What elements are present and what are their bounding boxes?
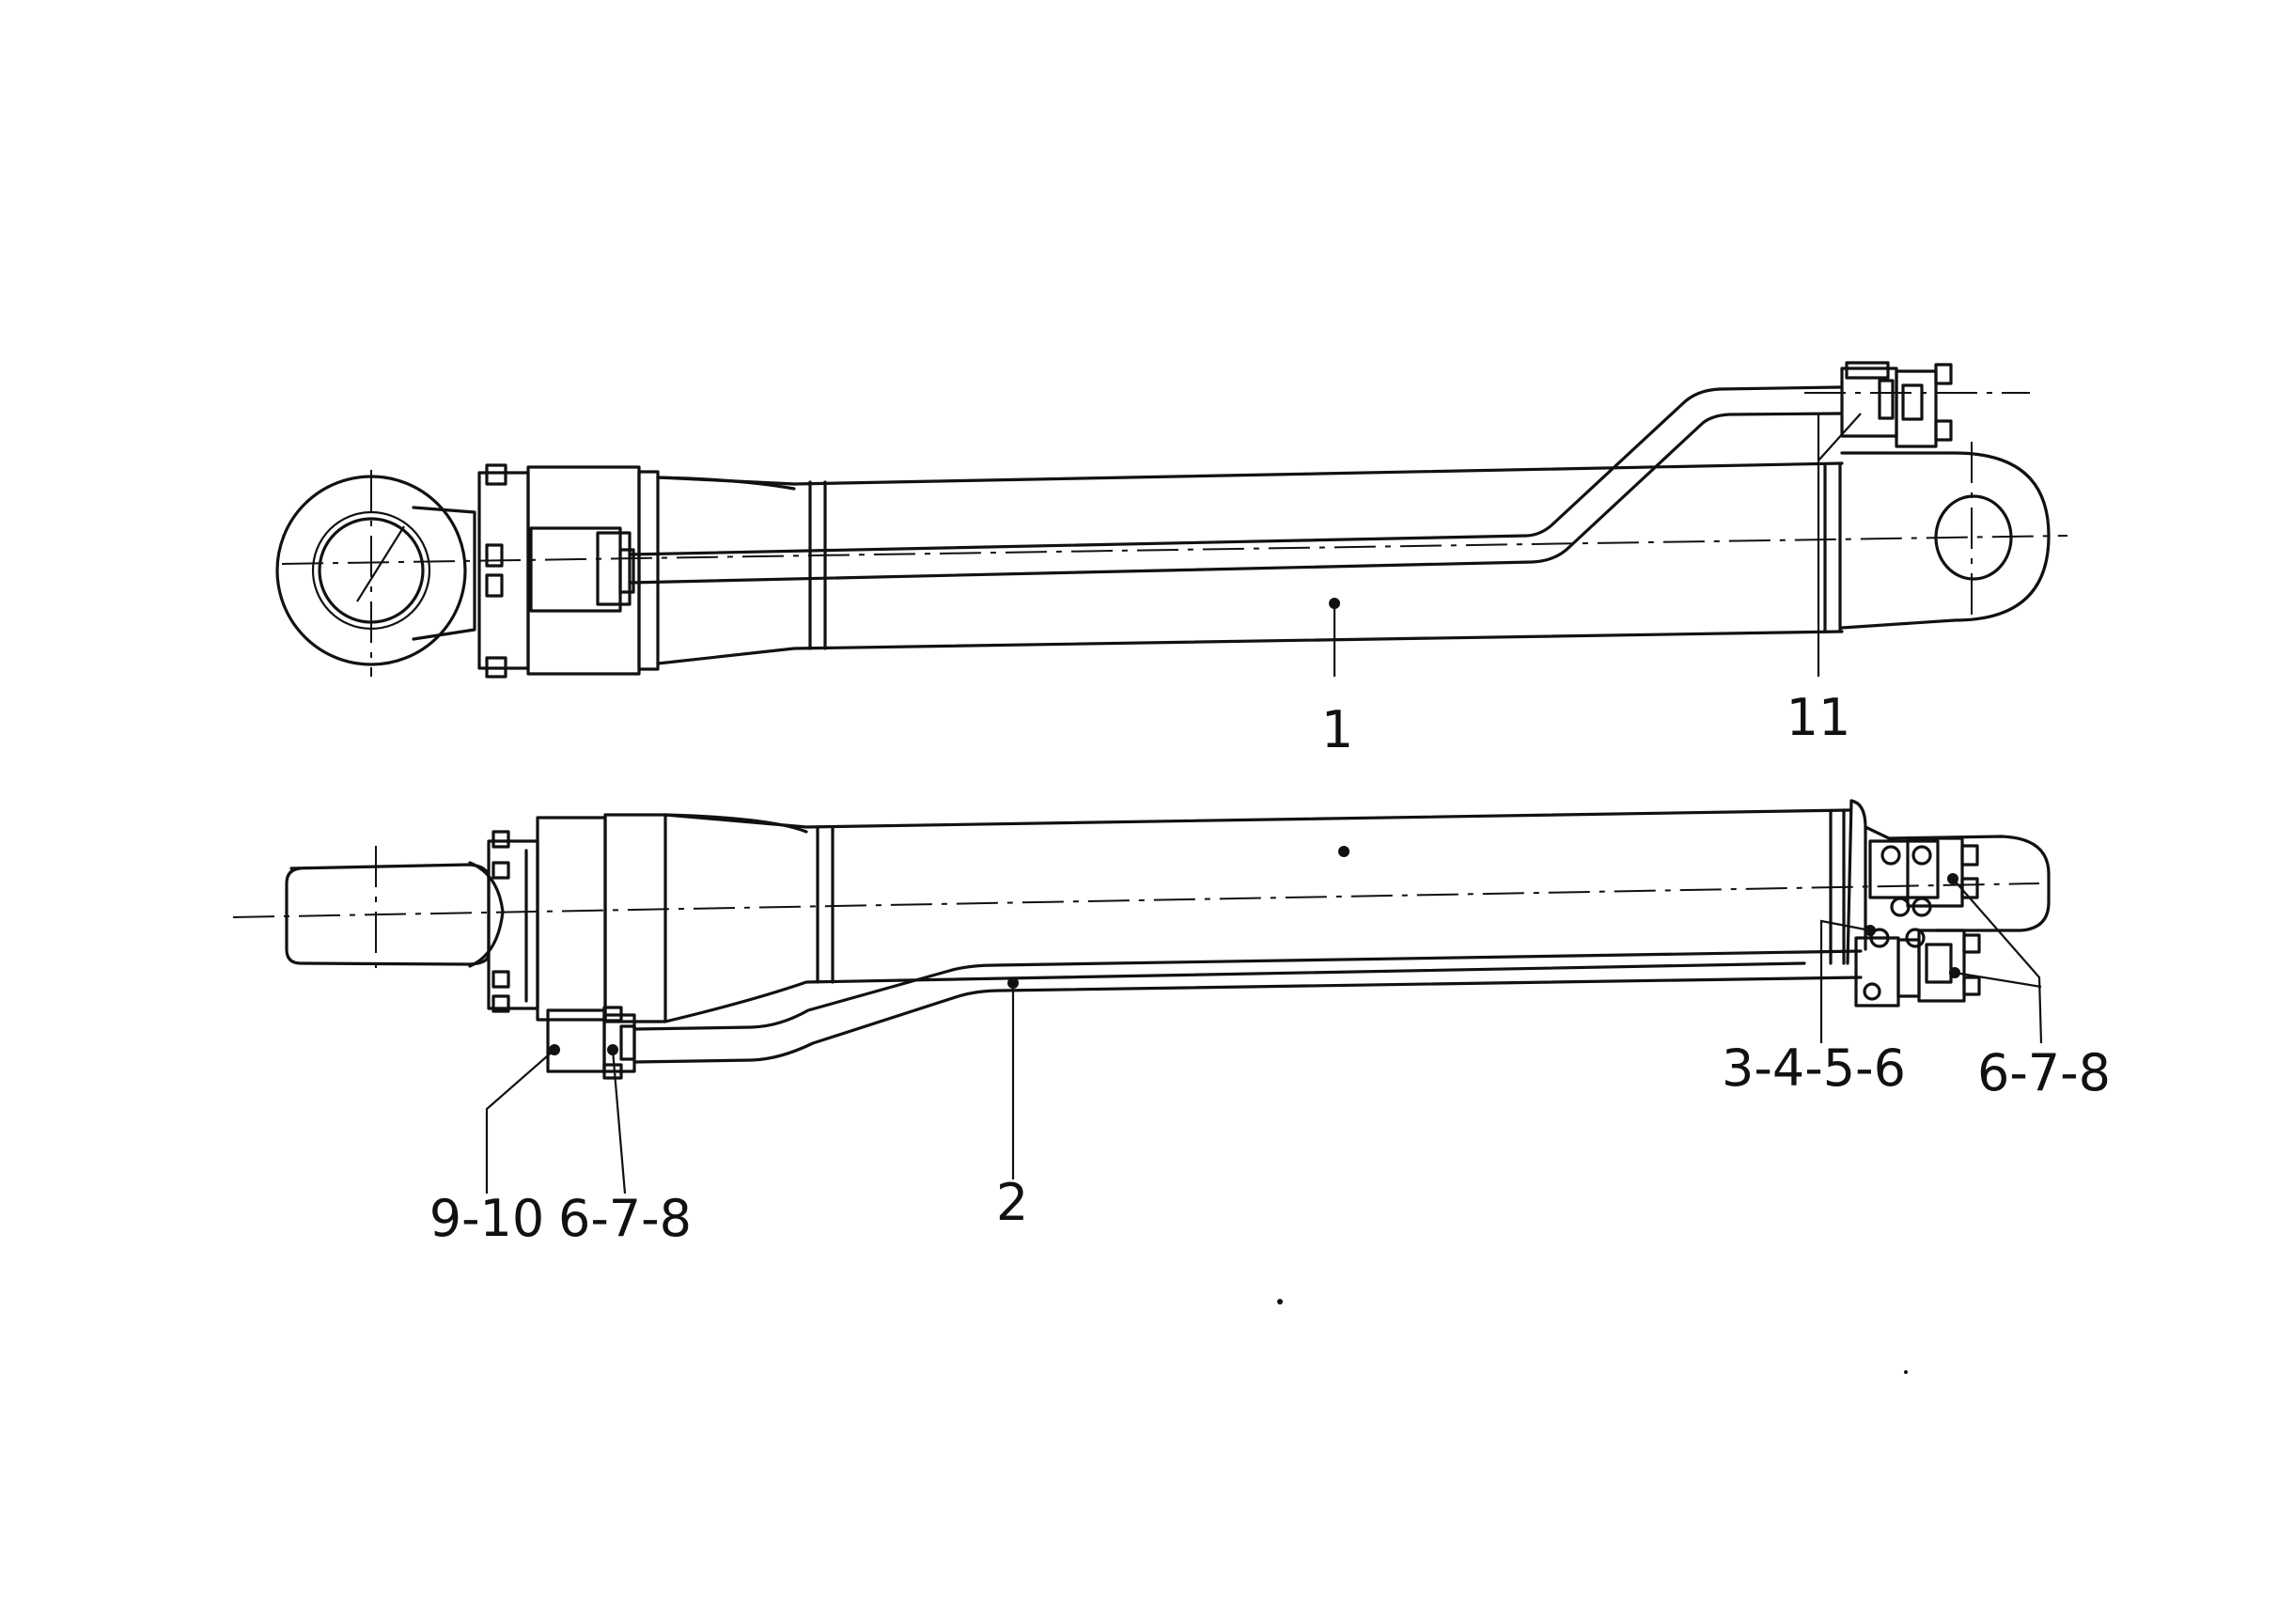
speck	[1277, 1299, 1283, 1304]
callout-11: 11	[1787, 688, 1851, 747]
pipe-top	[628, 385, 1842, 585]
callout-6-7-8-right: 6-7-8	[1977, 1043, 2111, 1102]
rod-end-bottom	[285, 861, 505, 968]
port-block-bottom-left	[546, 1006, 636, 1080]
callout-9-10: 9-10	[429, 1189, 545, 1248]
cylinder-head-top	[477, 463, 660, 679]
pipe-bottom	[632, 949, 1863, 1064]
barrel-top	[656, 461, 1844, 665]
speck	[1904, 1370, 1908, 1374]
cylinder-bottom-view	[232, 799, 2051, 1195]
callout-6-7-8-left: 6-7-8	[558, 1189, 692, 1248]
callout-2: 2	[996, 1173, 1028, 1232]
cylinder-top-view	[275, 361, 2068, 679]
barrel-bottom	[663, 808, 1851, 1023]
callout-3-4-5-6: 3-4-5-6	[1722, 1038, 1906, 1098]
base-clevis-top	[1840, 451, 2051, 630]
callouts: 1 2 3-4-5-6 6-7-8 6-7-8 9-10 11	[429, 688, 2111, 1248]
port-block-bottom-right	[1854, 929, 1981, 1007]
cylinder-head-bottom	[487, 813, 667, 1023]
port-block-top	[1840, 361, 1953, 448]
callout-1: 1	[1321, 700, 1353, 759]
rod-eye	[275, 475, 476, 666]
